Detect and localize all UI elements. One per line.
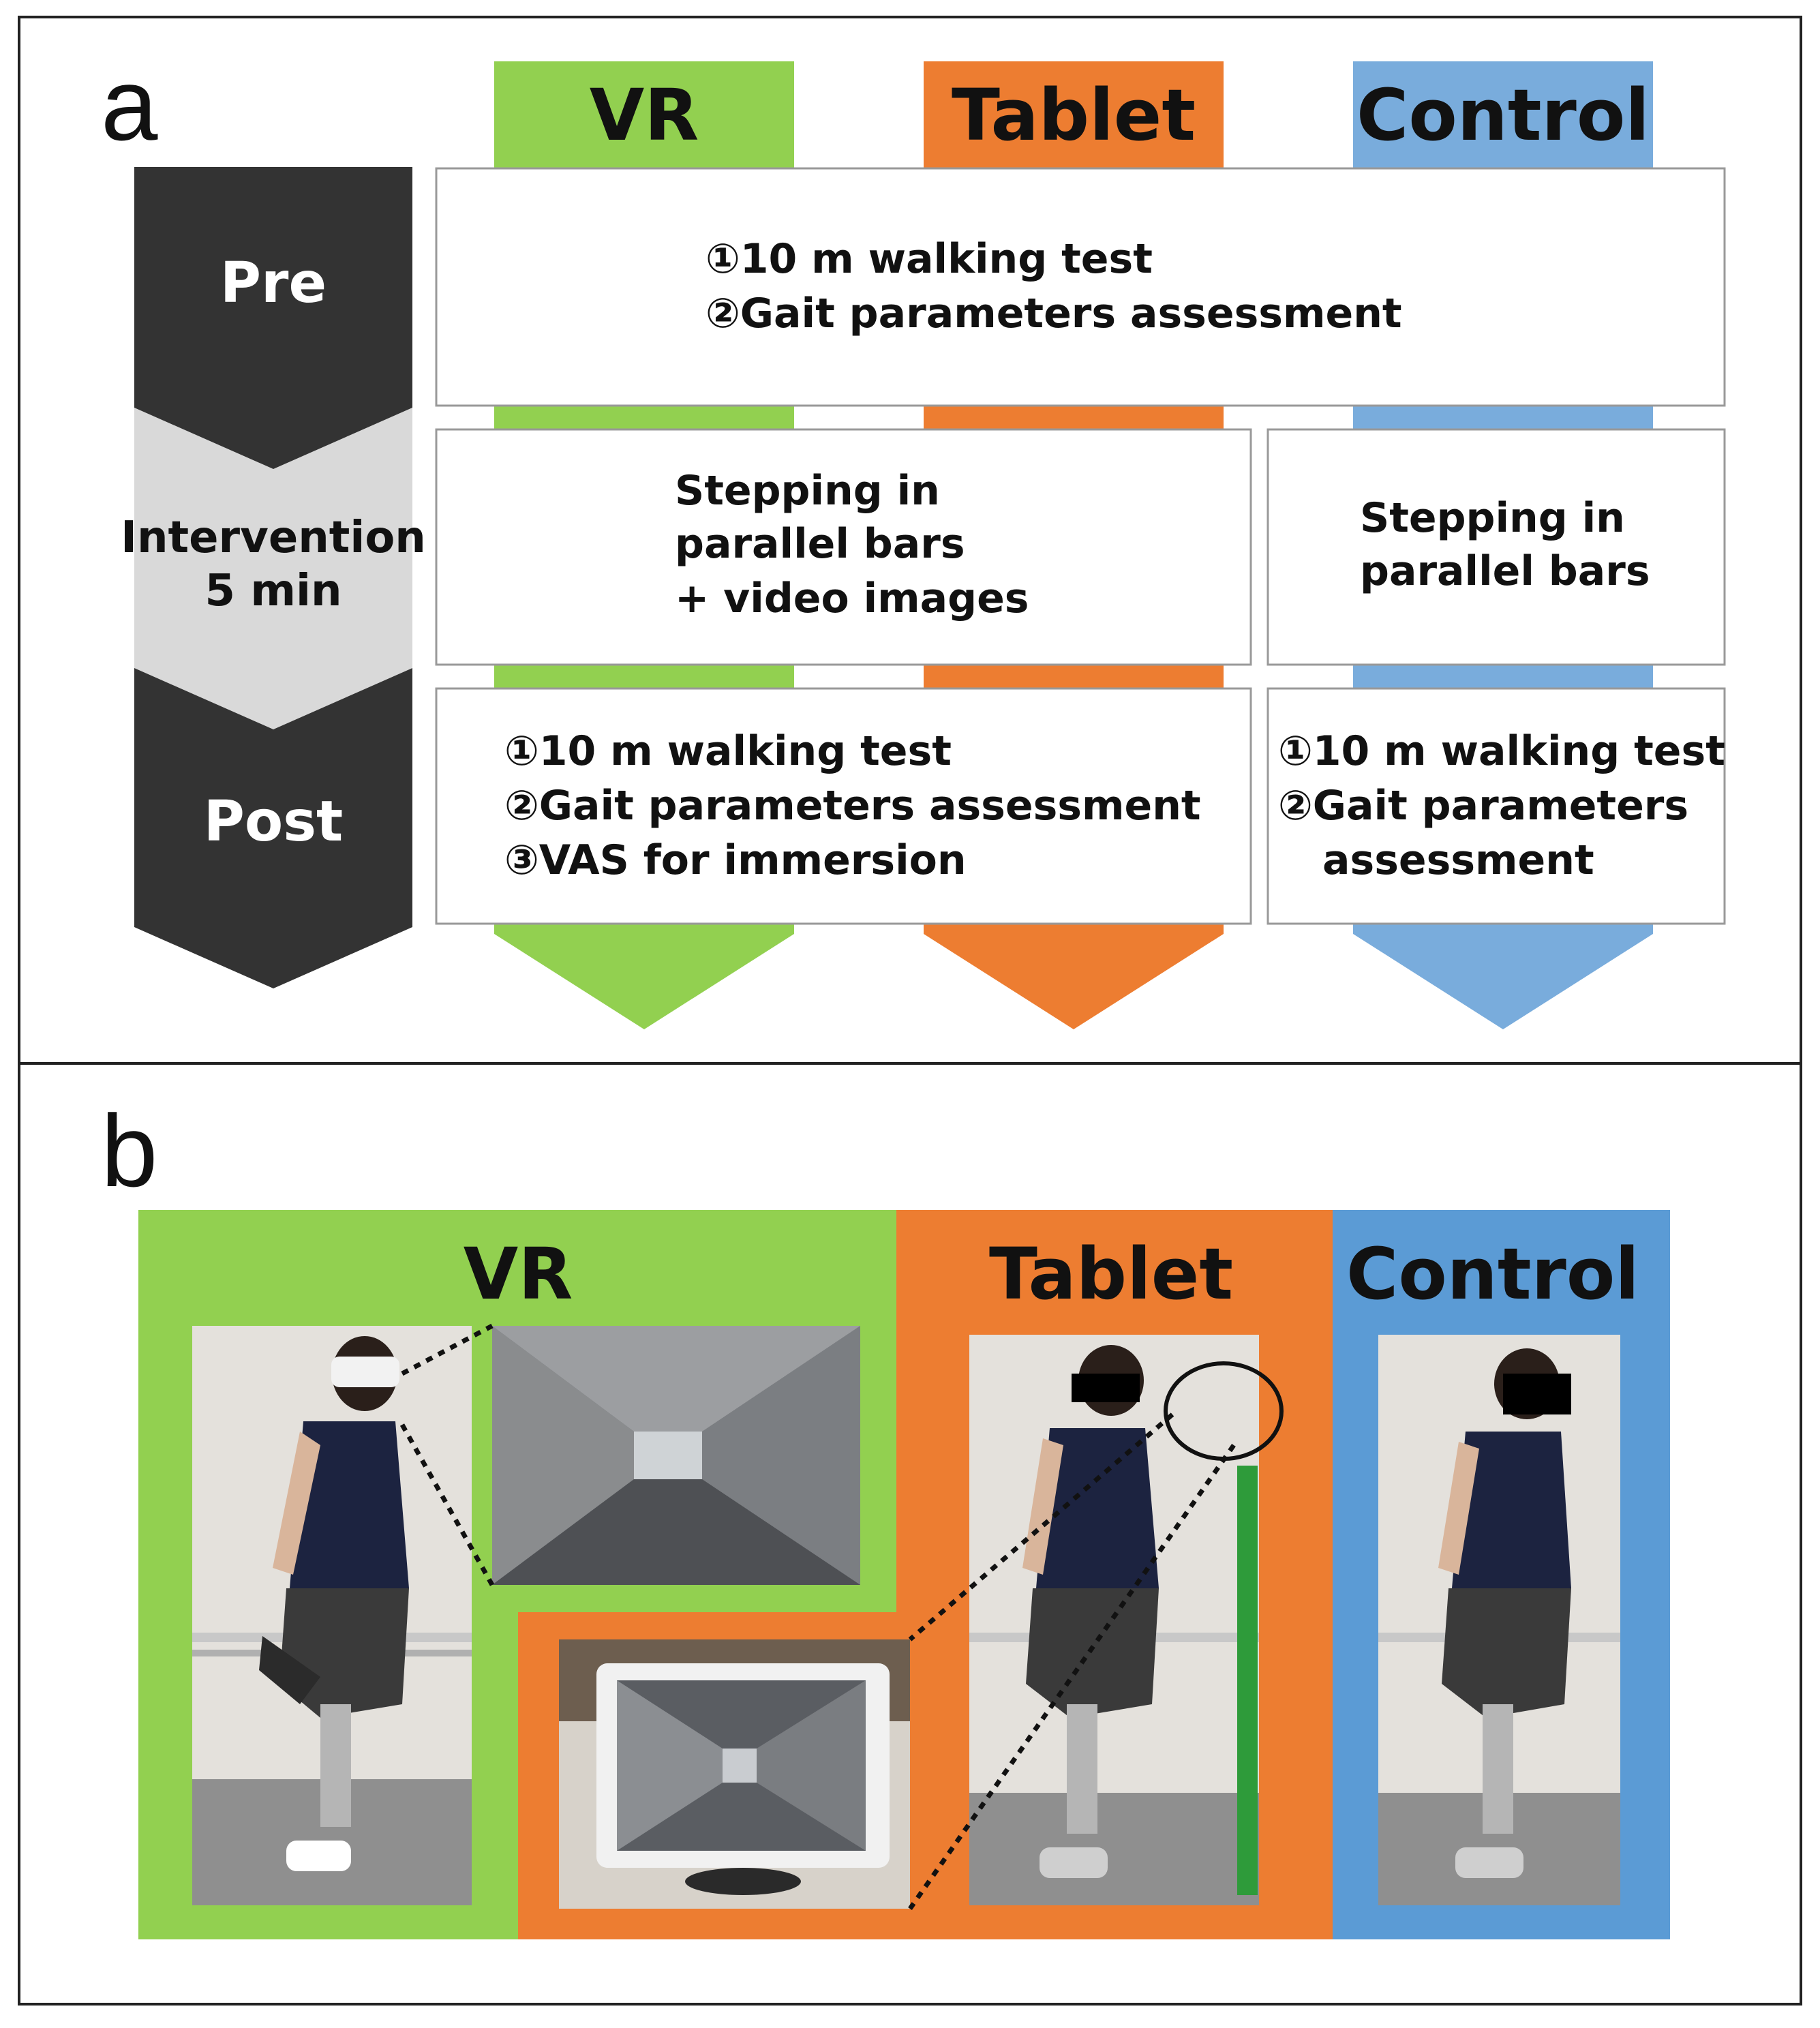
post-stage-label: Post (204, 789, 343, 854)
tablet-region-title: Tablet (989, 1232, 1233, 1316)
intervention-experimental-box (435, 428, 1252, 666)
post-stage-arrow (134, 668, 412, 988)
panel-a-label: a (101, 47, 158, 162)
post-exp-item-2: ②Gait parameters assessment (504, 782, 1201, 830)
pre-assessment-box (435, 167, 1726, 407)
post-ctrl-item-2: ②Gait parameters (1278, 782, 1688, 830)
control-participant-photo (1378, 1335, 1620, 1905)
panel-b-label: b (101, 1093, 157, 1208)
pre-item-1: ①10 m walking test (706, 235, 1153, 283)
control-region-title: Control (1346, 1232, 1639, 1316)
vr-participant-photo (192, 1326, 472, 1905)
tablet-device-photo (559, 1639, 910, 1909)
pre-stage-label: Pre (220, 251, 327, 316)
intervention-ctrl-line-2: parallel bars (1360, 547, 1650, 595)
intervention-stage-arrow (134, 408, 412, 729)
tablet-participant-photo (969, 1335, 1259, 1905)
vr-zoom-line-top (401, 1323, 494, 1376)
face-mask (1503, 1374, 1571, 1414)
post-ctrl-item-1: ①10 m walking test (1278, 727, 1725, 775)
post-exp-item-3: ③VAS for immersion (504, 836, 967, 884)
vr-headset-icon (331, 1357, 399, 1387)
post-ctrl-item-3: assessment (1322, 836, 1594, 884)
tablet-zoom-line-top (908, 1412, 1174, 1641)
intervention-duration-label: 5 min (205, 566, 342, 616)
vr-view-photo (492, 1326, 860, 1585)
intervention-stage-label: Intervention (121, 513, 426, 563)
pre-stage-arrow (134, 167, 412, 469)
post-control-box (1267, 687, 1726, 925)
intervention-ctrl-line-1: Stepping in (1360, 494, 1625, 542)
intervention-exp-line-3: + video images (675, 575, 1029, 622)
vr-column-header: VR (590, 74, 699, 157)
vr-region-title: VR (464, 1232, 573, 1316)
control-column-header: Control (1356, 74, 1650, 157)
intervention-exp-line-2: parallel bars (675, 520, 965, 568)
panel-b-border (18, 1062, 1802, 2006)
vr-zoom-line-bottom (399, 1423, 495, 1586)
post-experimental-box (435, 687, 1252, 925)
face-mask (1072, 1374, 1140, 1402)
tablet-column-header: Tablet (952, 74, 1196, 157)
intervention-control-box (1267, 428, 1726, 666)
post-exp-item-1: ①10 m walking test (504, 727, 952, 775)
pre-item-2: ②Gait parameters assessment (706, 290, 1402, 337)
intervention-exp-line-1: Stepping in (675, 467, 940, 515)
